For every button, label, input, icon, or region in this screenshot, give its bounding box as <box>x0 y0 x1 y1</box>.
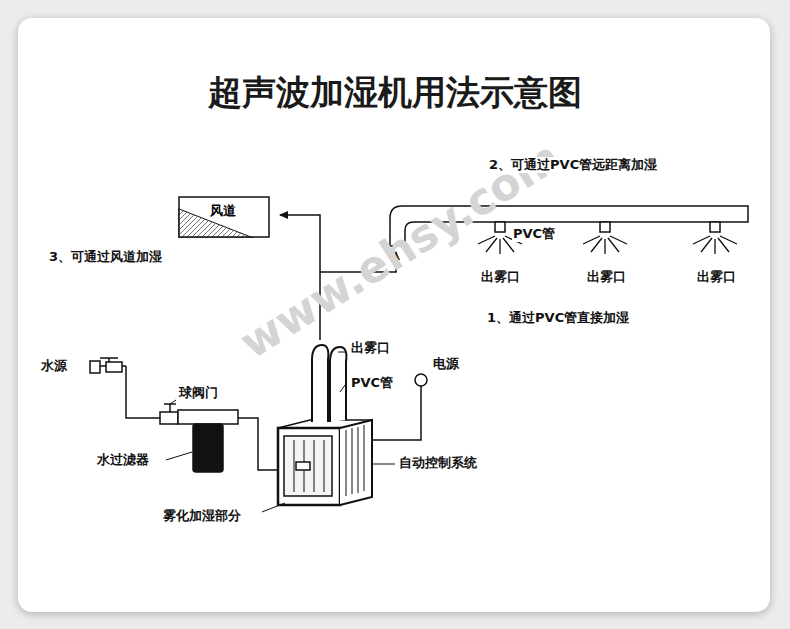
filter-head <box>178 410 238 424</box>
outlet-label: 出雾口 <box>480 269 521 285</box>
leader-lines <box>166 352 395 512</box>
part-label: 水过滤器 <box>96 452 150 468</box>
humidifier-machine <box>278 345 372 505</box>
part-label: 水源 <box>40 358 68 374</box>
ball-valve <box>160 404 178 424</box>
title: 超声波加湿机用法示意图 <box>208 72 582 113</box>
outlet-label: 出雾口 <box>586 269 627 285</box>
plug <box>415 374 427 386</box>
filter-bowl <box>193 424 223 472</box>
water-pipe <box>238 418 278 470</box>
part-label: 球阀门 <box>178 385 219 401</box>
part-label: 雾化加湿部分 <box>162 508 242 524</box>
power-cable <box>372 386 421 440</box>
part-label: PVC管 <box>350 375 394 391</box>
tap <box>90 361 100 373</box>
part-label: 电源 <box>432 356 460 372</box>
step-note: 1、通过PVC管直接加湿 <box>486 310 630 326</box>
step-note: 3、可通过风道加湿 <box>48 249 163 265</box>
duct-box: 风道 <box>178 196 270 238</box>
text-holder: 风道 <box>178 196 270 224</box>
water-pipe <box>96 366 160 418</box>
duct-label: 风道 <box>208 202 238 220</box>
pipe-label: PVC管 <box>512 226 556 242</box>
outlet-label: 出雾口 <box>696 269 737 285</box>
outlet-label: 出雾口 <box>350 340 391 356</box>
part-label: 自动控制系统 <box>398 455 478 471</box>
step-note: 2、可通过PVC管远距离加湿 <box>488 157 658 173</box>
